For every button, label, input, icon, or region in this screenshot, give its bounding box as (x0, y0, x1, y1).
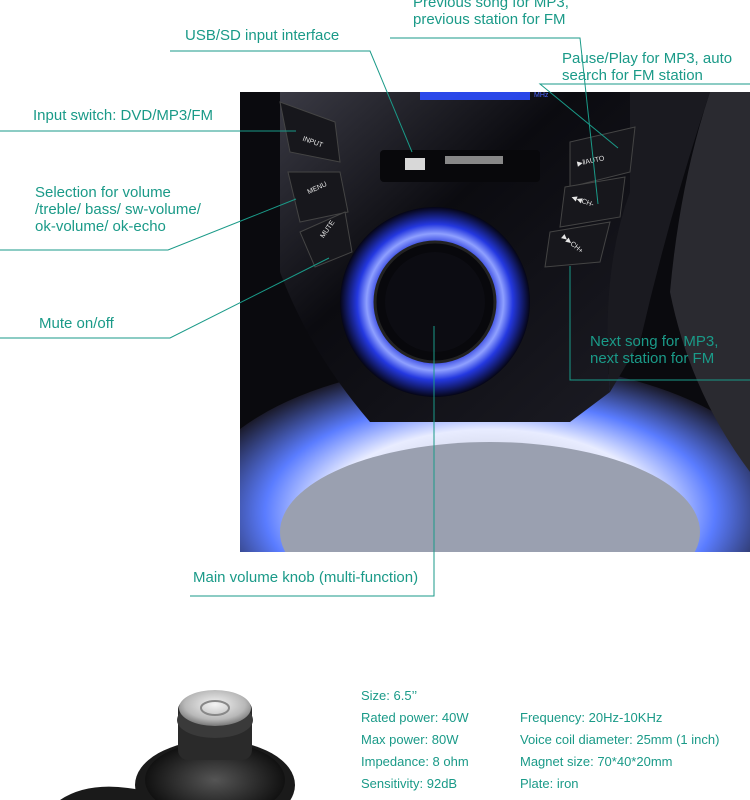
speaker-driver-image (60, 690, 295, 800)
callout-pause-play: Pause/Play for MP3, auto search for FM s… (562, 50, 732, 84)
callout-pause-play-line-2: search for FM station (562, 67, 703, 84)
spec-rated-power: Rated power: 40W (361, 710, 469, 725)
callout-selection-line-2: /treble/ bass/ sw-volume/ (35, 201, 201, 218)
spec-impedance: Impedance: 8 ohm (361, 754, 469, 769)
callout-selection-line-1: Selection for volume (35, 184, 171, 201)
spec-sensitivity: Sensitivity: 92dB (361, 776, 458, 791)
panel-auto-label: ▶‖AUTO (576, 155, 606, 168)
panel-mute-label: MUTE (319, 219, 337, 240)
callout-selection-line-3: ok-volume/ ok-echo (35, 218, 166, 235)
callout-previous-song-line-2: previous station for FM (413, 11, 566, 28)
panel-input-label: INPUT (301, 135, 324, 150)
callout-main-knob: Main volume knob (multi-function) (193, 569, 419, 586)
callout-next-song: Next song for MP3, next station for FM (590, 333, 718, 367)
spec-plate: Plate: iron (520, 776, 579, 791)
callout-selection: Selection for volume /treble/ bass/ sw-v… (35, 184, 201, 235)
panel-menu-label: MENU (306, 180, 329, 197)
callout-input-switch: Input switch: DVD/MP3/FM (33, 107, 214, 124)
callout-next-song-line-2: next station for FM (590, 350, 715, 367)
callout-pause-play-line-1: Pause/Play for MP3, auto (562, 50, 733, 67)
spec-size: Size: 6.5’’ (361, 688, 418, 703)
callout-usb-sd: USB/SD input interface (185, 27, 340, 44)
callout-mute: Mute on/off (39, 315, 114, 332)
spec-magnet-size: Magnet size: 70*40*20mm (520, 754, 673, 769)
callout-previous-song-line-1: Previous song for MP3, (413, 0, 569, 11)
callout-previous-song: Previous song for MP3, previous station … (413, 0, 569, 28)
panel-ch-plus-label: ▶▶CH+ (560, 233, 584, 256)
spec-frequency: Frequency: 20Hz-10KHz (520, 710, 663, 725)
spec-voice-coil: Voice coil diameter: 25mm (1 inch) (520, 732, 720, 747)
callout-next-song-line-1: Next song for MP3, (590, 333, 719, 350)
panel-display-unit: MHz (534, 92, 549, 99)
panel-ch-minus-label: ◀◀CH- (570, 194, 595, 209)
spec-max-power: Max power: 80W (361, 732, 459, 747)
